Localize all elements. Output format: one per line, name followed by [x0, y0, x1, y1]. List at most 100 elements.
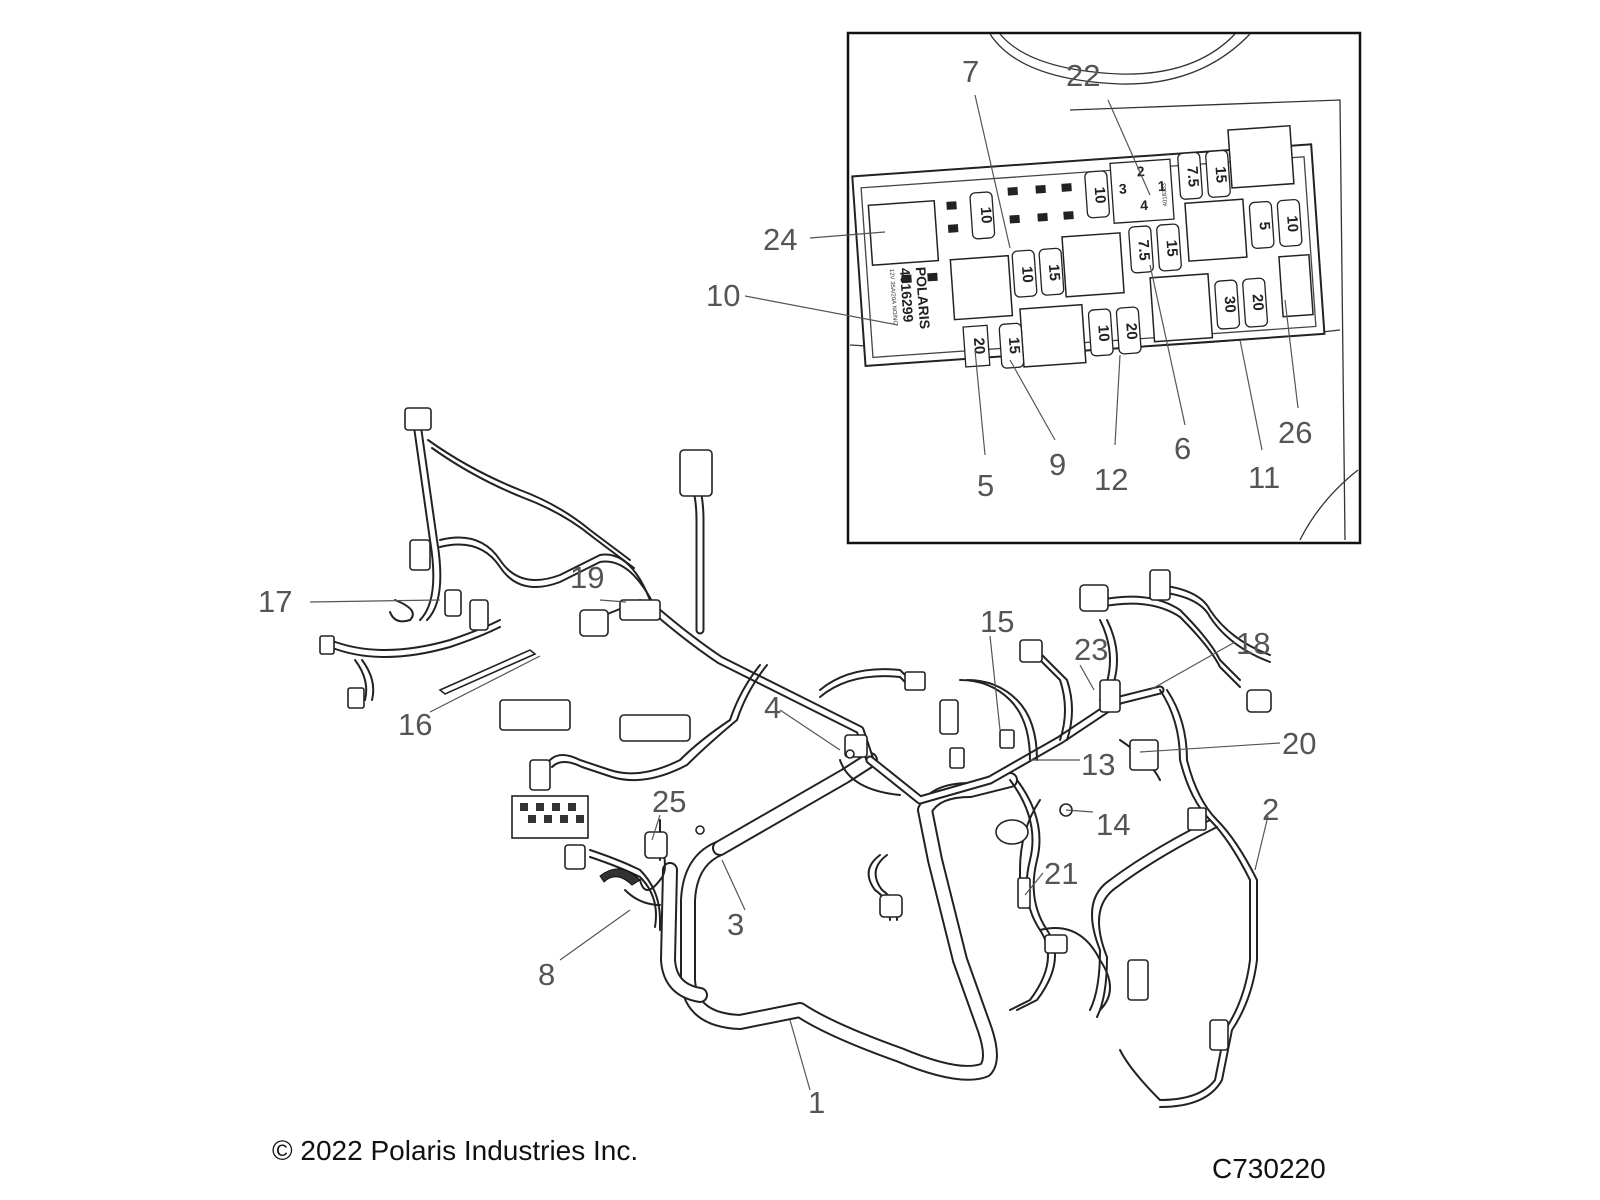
- relay: [1061, 232, 1125, 298]
- callout-7: 7: [962, 54, 979, 89]
- callout-11: 11: [1248, 460, 1280, 495]
- tie-strap: [438, 649, 537, 695]
- fuse: [969, 191, 996, 240]
- svg-text:15: 15: [1163, 239, 1181, 257]
- svg-text:10: 10: [1091, 186, 1109, 204]
- cable-tie: [599, 868, 641, 886]
- connector: [939, 699, 959, 735]
- fuse: [1177, 151, 1203, 200]
- connector: [1044, 934, 1068, 954]
- connectors: [319, 407, 1272, 1051]
- panel-curve-top: [989, 33, 1251, 85]
- connector: [1187, 807, 1207, 831]
- svg-text:10: 10: [1094, 324, 1112, 342]
- relay: [1278, 253, 1314, 318]
- svg-text:7.5: 7.5: [1183, 166, 1201, 188]
- relay: [949, 254, 1014, 321]
- fuse: [1205, 149, 1231, 198]
- callout-1: 1: [808, 1085, 825, 1120]
- connector: [1079, 584, 1109, 612]
- connector: [579, 609, 609, 637]
- callout-15: 15: [980, 604, 1014, 639]
- connector: [469, 599, 489, 631]
- connector: [404, 407, 432, 431]
- svg-text:20: 20: [1249, 294, 1267, 312]
- callout-12: 12: [1094, 462, 1128, 497]
- fuse: [1128, 225, 1154, 274]
- svg-text:5: 5: [1255, 221, 1273, 231]
- connector: [1149, 569, 1171, 601]
- fuse-box-body: 2 1 3 4 4018333 POLARIS 4016299 12V 35A/…: [851, 124, 1326, 369]
- callout-17: 17: [258, 584, 292, 619]
- fuse: [1248, 200, 1275, 249]
- clip: [845, 749, 855, 759]
- callout-13: 13: [1081, 747, 1115, 782]
- fuse: [1156, 223, 1182, 272]
- fuse: [1115, 306, 1142, 355]
- fuse: [1038, 247, 1065, 296]
- fuse: [1214, 279, 1241, 330]
- svg-text:20: 20: [970, 337, 988, 355]
- relay: [1149, 273, 1214, 343]
- fuse: [962, 324, 991, 368]
- svg-text:1: 1: [1157, 178, 1166, 195]
- svg-text:10: 10: [1018, 266, 1036, 284]
- main-leaders: [309, 599, 1281, 1091]
- callout-23: 23: [1074, 632, 1108, 667]
- connector: [999, 729, 1015, 749]
- callout-14: 14: [1096, 807, 1130, 842]
- connector: [904, 671, 926, 691]
- callout-6: 6: [1174, 431, 1191, 466]
- svg-text:12V 35A/20A NO/NC: 12V 35A/20A NO/NC: [888, 269, 898, 326]
- svg-text:30: 30: [1221, 295, 1239, 313]
- connector: [1127, 959, 1149, 1001]
- callout-labels: 7 22 24 10 5 9 12 6 11 26 17 19 16 4 15 …: [258, 54, 1316, 1120]
- fuse: [1084, 170, 1111, 219]
- callout-26: 26: [1278, 415, 1312, 450]
- callout-4: 4: [764, 690, 781, 725]
- fuse-box-label: POLARIS 4016299 12V 35A/20A NO/NC: [888, 266, 933, 329]
- figure-code: C730220: [1212, 1153, 1326, 1184]
- relay: [1184, 198, 1248, 262]
- callout-21: 21: [1044, 856, 1078, 891]
- callout-8: 8: [538, 957, 555, 992]
- callout-2: 2: [1262, 792, 1279, 827]
- fuse: [1276, 198, 1303, 248]
- connector: [347, 687, 365, 709]
- relay: [867, 199, 940, 267]
- svg-text:7.5: 7.5: [1134, 239, 1152, 261]
- svg-text:4: 4: [1140, 197, 1149, 214]
- fuse: [998, 322, 1025, 369]
- fuse-array: 10 10 7.5 15 10 15 7.5 15 5 10: [962, 149, 1303, 369]
- connector: [1017, 877, 1031, 909]
- main-harness: [329, 419, 1271, 1108]
- connector: [879, 894, 903, 918]
- callout-18: 18: [1236, 626, 1270, 661]
- inset-leaders: [744, 94, 1299, 456]
- callout-10: 10: [706, 278, 740, 313]
- svg-text:4016299: 4016299: [897, 267, 917, 323]
- relay: [1227, 124, 1295, 189]
- connector: [529, 759, 551, 791]
- svg-text:15: 15: [1045, 264, 1063, 282]
- connector: [644, 831, 668, 859]
- clip: [695, 825, 705, 835]
- connector: [409, 539, 431, 571]
- relay-4018333: 2 1 3 4 4018333: [1109, 158, 1175, 224]
- relay: [1019, 303, 1087, 368]
- connector: [1246, 689, 1272, 713]
- callout-20: 20: [1282, 726, 1316, 761]
- svg-text:3: 3: [1118, 180, 1127, 197]
- svg-text:15: 15: [1005, 337, 1023, 355]
- callout-16: 16: [398, 707, 432, 742]
- callout-24: 24: [763, 222, 797, 257]
- svg-text:2: 2: [1136, 163, 1145, 180]
- connector: [679, 449, 713, 497]
- fuse: [1011, 249, 1038, 298]
- connector: [1099, 679, 1121, 713]
- fuse-box-inset: 2 1 3 4 4018333 POLARIS 4016299 12V 35A/…: [744, 31, 1362, 545]
- callout-19: 19: [570, 560, 604, 595]
- svg-text:10: 10: [977, 206, 995, 224]
- callout-3: 3: [727, 907, 744, 942]
